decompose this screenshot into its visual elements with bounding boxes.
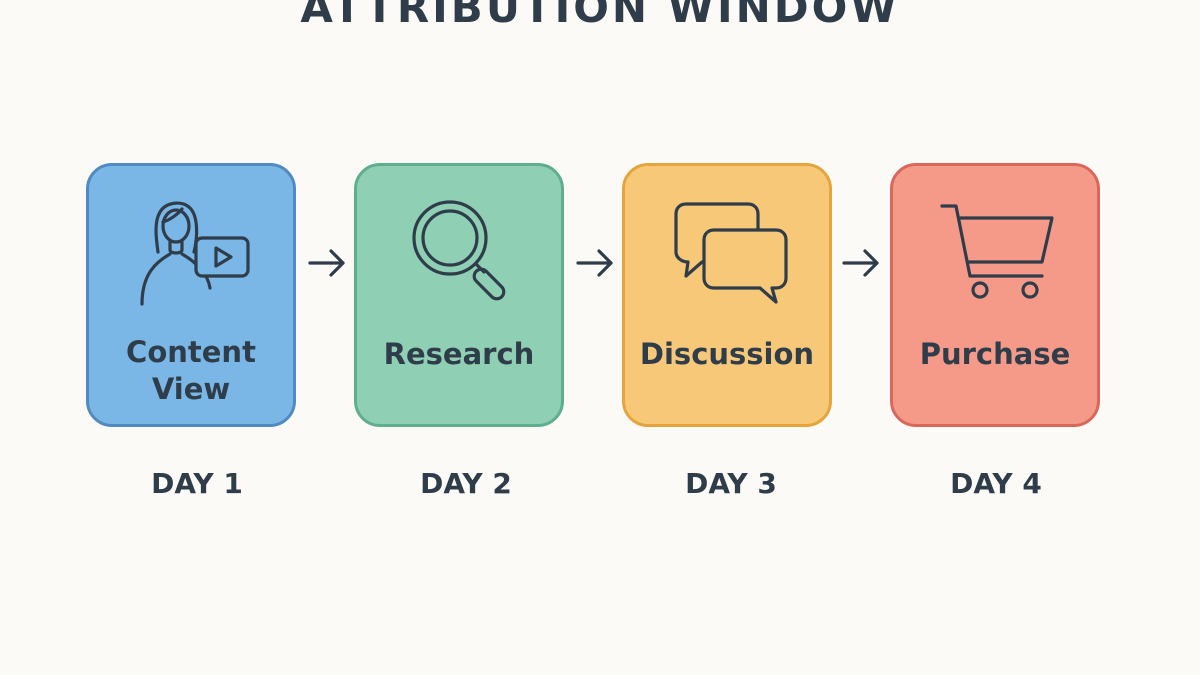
step-card-purchase: Purchase xyxy=(890,163,1100,427)
step-label-purchase: Purchase xyxy=(919,337,1071,371)
arrow-right-icon xyxy=(841,246,881,280)
step-label-content-view: Content View xyxy=(126,335,256,406)
arrow-right-icon xyxy=(575,246,615,280)
day-label-1: DAY 1 xyxy=(151,467,243,500)
day-label-2: DAY 2 xyxy=(420,467,512,500)
diagram-title: ATTRIBUTION WINDOW xyxy=(300,0,900,32)
chat-bubbles-icon xyxy=(672,192,788,308)
day-label-3: DAY 3 xyxy=(685,467,777,500)
step-label-research: Research xyxy=(383,337,535,371)
day-label-4: DAY 4 xyxy=(950,467,1042,500)
person-video-icon xyxy=(136,192,252,308)
shopping-cart-icon xyxy=(940,192,1056,308)
step-card-content-view: Content View xyxy=(86,163,296,427)
arrow-right-icon xyxy=(307,246,347,280)
step-card-discussion: Discussion xyxy=(622,163,832,427)
magnifier-icon xyxy=(404,192,520,308)
step-card-research: Research xyxy=(354,163,564,427)
step-label-discussion: Discussion xyxy=(639,337,815,371)
